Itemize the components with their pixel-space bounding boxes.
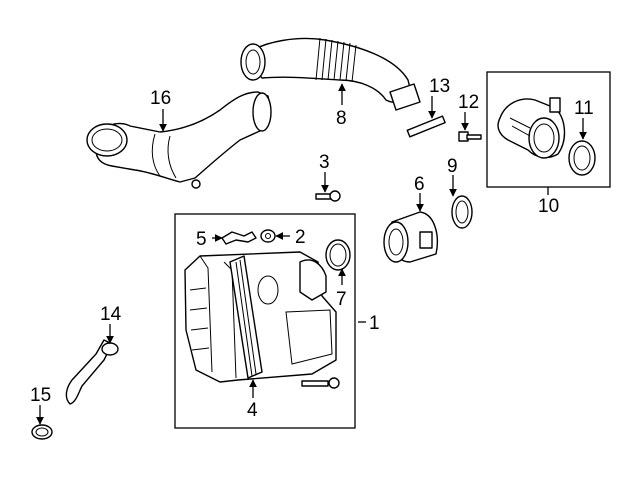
bracket-5	[221, 231, 257, 245]
seal-7	[325, 239, 351, 271]
callout-13: 13	[429, 76, 450, 97]
callout-8: 8	[336, 108, 347, 129]
air-cleaner-housing-1	[184, 251, 340, 389]
callout-4: 4	[247, 400, 258, 421]
callout-1: 1	[369, 313, 380, 334]
callout-6: 6	[414, 174, 425, 195]
callout-15: 15	[30, 385, 51, 406]
intake-hose-8	[240, 37, 421, 111]
seal-ring-11	[568, 140, 596, 176]
filter-element-4	[229, 255, 263, 379]
hose-clip-15	[31, 424, 53, 440]
throttle-adapter-10	[497, 97, 566, 159]
callout-16: 16	[150, 88, 171, 109]
callout-5: 5	[196, 229, 207, 250]
air-flow-sensor-6	[383, 211, 438, 263]
bolt-3	[315, 190, 341, 202]
callout-10: 10	[538, 196, 559, 217]
intake-duct-16	[86, 91, 272, 189]
hose-clamp-9	[451, 195, 473, 229]
grommet-2	[260, 229, 276, 243]
seal-strip-13	[406, 115, 446, 138]
assembly-frame-1	[174, 213, 356, 429]
callout-14: 14	[100, 304, 122, 325]
callout-12: 12	[458, 92, 479, 113]
vent-hose-14-end	[101, 342, 119, 356]
callout-9: 9	[447, 156, 458, 177]
bolt-12	[458, 131, 482, 142]
callout-11: 11	[574, 98, 594, 119]
callout-2: 2	[295, 227, 306, 248]
callout-3: 3	[319, 152, 330, 173]
callout-7: 7	[336, 289, 347, 310]
